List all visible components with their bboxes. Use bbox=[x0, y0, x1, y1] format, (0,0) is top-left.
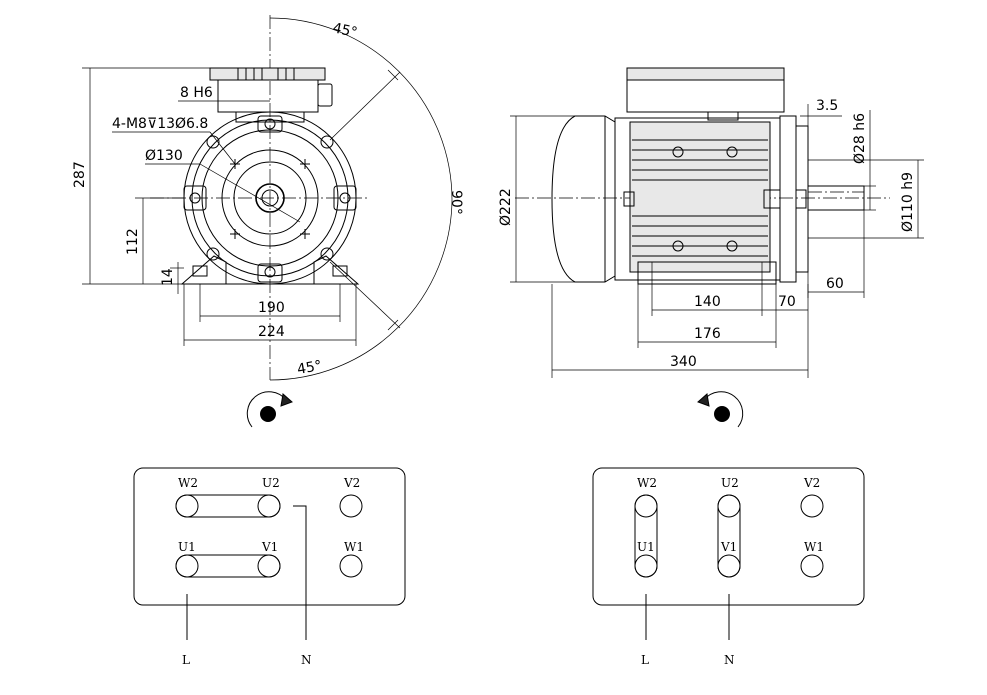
terminal bbox=[339, 554, 363, 578]
lead-n: N bbox=[724, 653, 735, 667]
terminal-label: U1 bbox=[178, 540, 196, 554]
link-bar bbox=[634, 494, 658, 578]
angle-bottom: 45° bbox=[296, 358, 323, 378]
dim-overall-length: 340 bbox=[670, 354, 697, 370]
dim-pcd: Ø130 bbox=[145, 148, 183, 164]
angle-top: 45° bbox=[331, 20, 359, 41]
dim-key-width: 8 H6 bbox=[180, 85, 213, 101]
dim-foot-height: 14 bbox=[160, 268, 176, 286]
terminal-label: V2 bbox=[343, 476, 360, 490]
dim-foot-spacing: 190 bbox=[258, 300, 285, 316]
terminal-label: V1 bbox=[720, 540, 737, 554]
dim-spigot-dia: Ø110 h9 bbox=[900, 172, 916, 232]
terminal-label: W1 bbox=[344, 540, 364, 554]
dim-foot-to-flange: 70 bbox=[778, 294, 796, 310]
terminal-label: U1 bbox=[637, 540, 655, 554]
cooling-fins bbox=[632, 139, 768, 257]
terminal-label: V1 bbox=[261, 540, 278, 554]
rotation-counter-clockwise-icon bbox=[697, 391, 744, 428]
lead-n: N bbox=[301, 653, 312, 667]
dim-body-dia: Ø222 bbox=[498, 188, 514, 226]
dim-step: 3.5 bbox=[816, 98, 838, 114]
terminal bbox=[800, 494, 824, 518]
terminal-label: U2 bbox=[721, 476, 739, 490]
angle-side: 90° bbox=[448, 190, 464, 215]
lead-l: L bbox=[182, 653, 190, 667]
dim-mount-holes: 4-M8⊽13Ø6.8 bbox=[112, 116, 208, 132]
terminal-label: U2 bbox=[262, 476, 280, 490]
dim-height-total: 287 bbox=[72, 161, 88, 188]
side-view: Ø222 3.5 Ø28 h6 Ø110 h9 60 140 70 1 bbox=[498, 67, 924, 378]
wiring-diagram-right: W2 U2 V2 U1 V1 W1 L N bbox=[592, 467, 865, 667]
dim-foot-holes: 140 bbox=[694, 294, 721, 310]
dim-shaft-dia: Ø28 h6 bbox=[852, 113, 868, 164]
link-bar bbox=[175, 554, 281, 578]
terminal-label: W2 bbox=[178, 476, 198, 490]
terminal-label: W2 bbox=[637, 476, 657, 490]
lead-l: L bbox=[641, 653, 649, 667]
rotation-clockwise-icon bbox=[246, 391, 293, 428]
link-bar bbox=[175, 494, 281, 518]
dim-foot-width: 224 bbox=[258, 324, 285, 340]
terminal-label: V2 bbox=[803, 476, 820, 490]
terminal bbox=[339, 494, 363, 518]
terminal bbox=[800, 554, 824, 578]
dim-foot-length: 176 bbox=[694, 326, 721, 342]
wiring-diagram-left: W2 U2 V2 U1 V1 W1 L N bbox=[133, 467, 406, 667]
terminal-box-fins bbox=[237, 68, 295, 80]
link-bar bbox=[717, 494, 741, 578]
front-view: 287 112 14 8 H6 4-M8⊽13Ø6.8 Ø130 190 224… bbox=[72, 15, 464, 381]
terminal-label: W1 bbox=[804, 540, 824, 554]
dim-shaft-length: 60 bbox=[826, 276, 844, 292]
dim-shaft-height: 112 bbox=[125, 228, 141, 255]
